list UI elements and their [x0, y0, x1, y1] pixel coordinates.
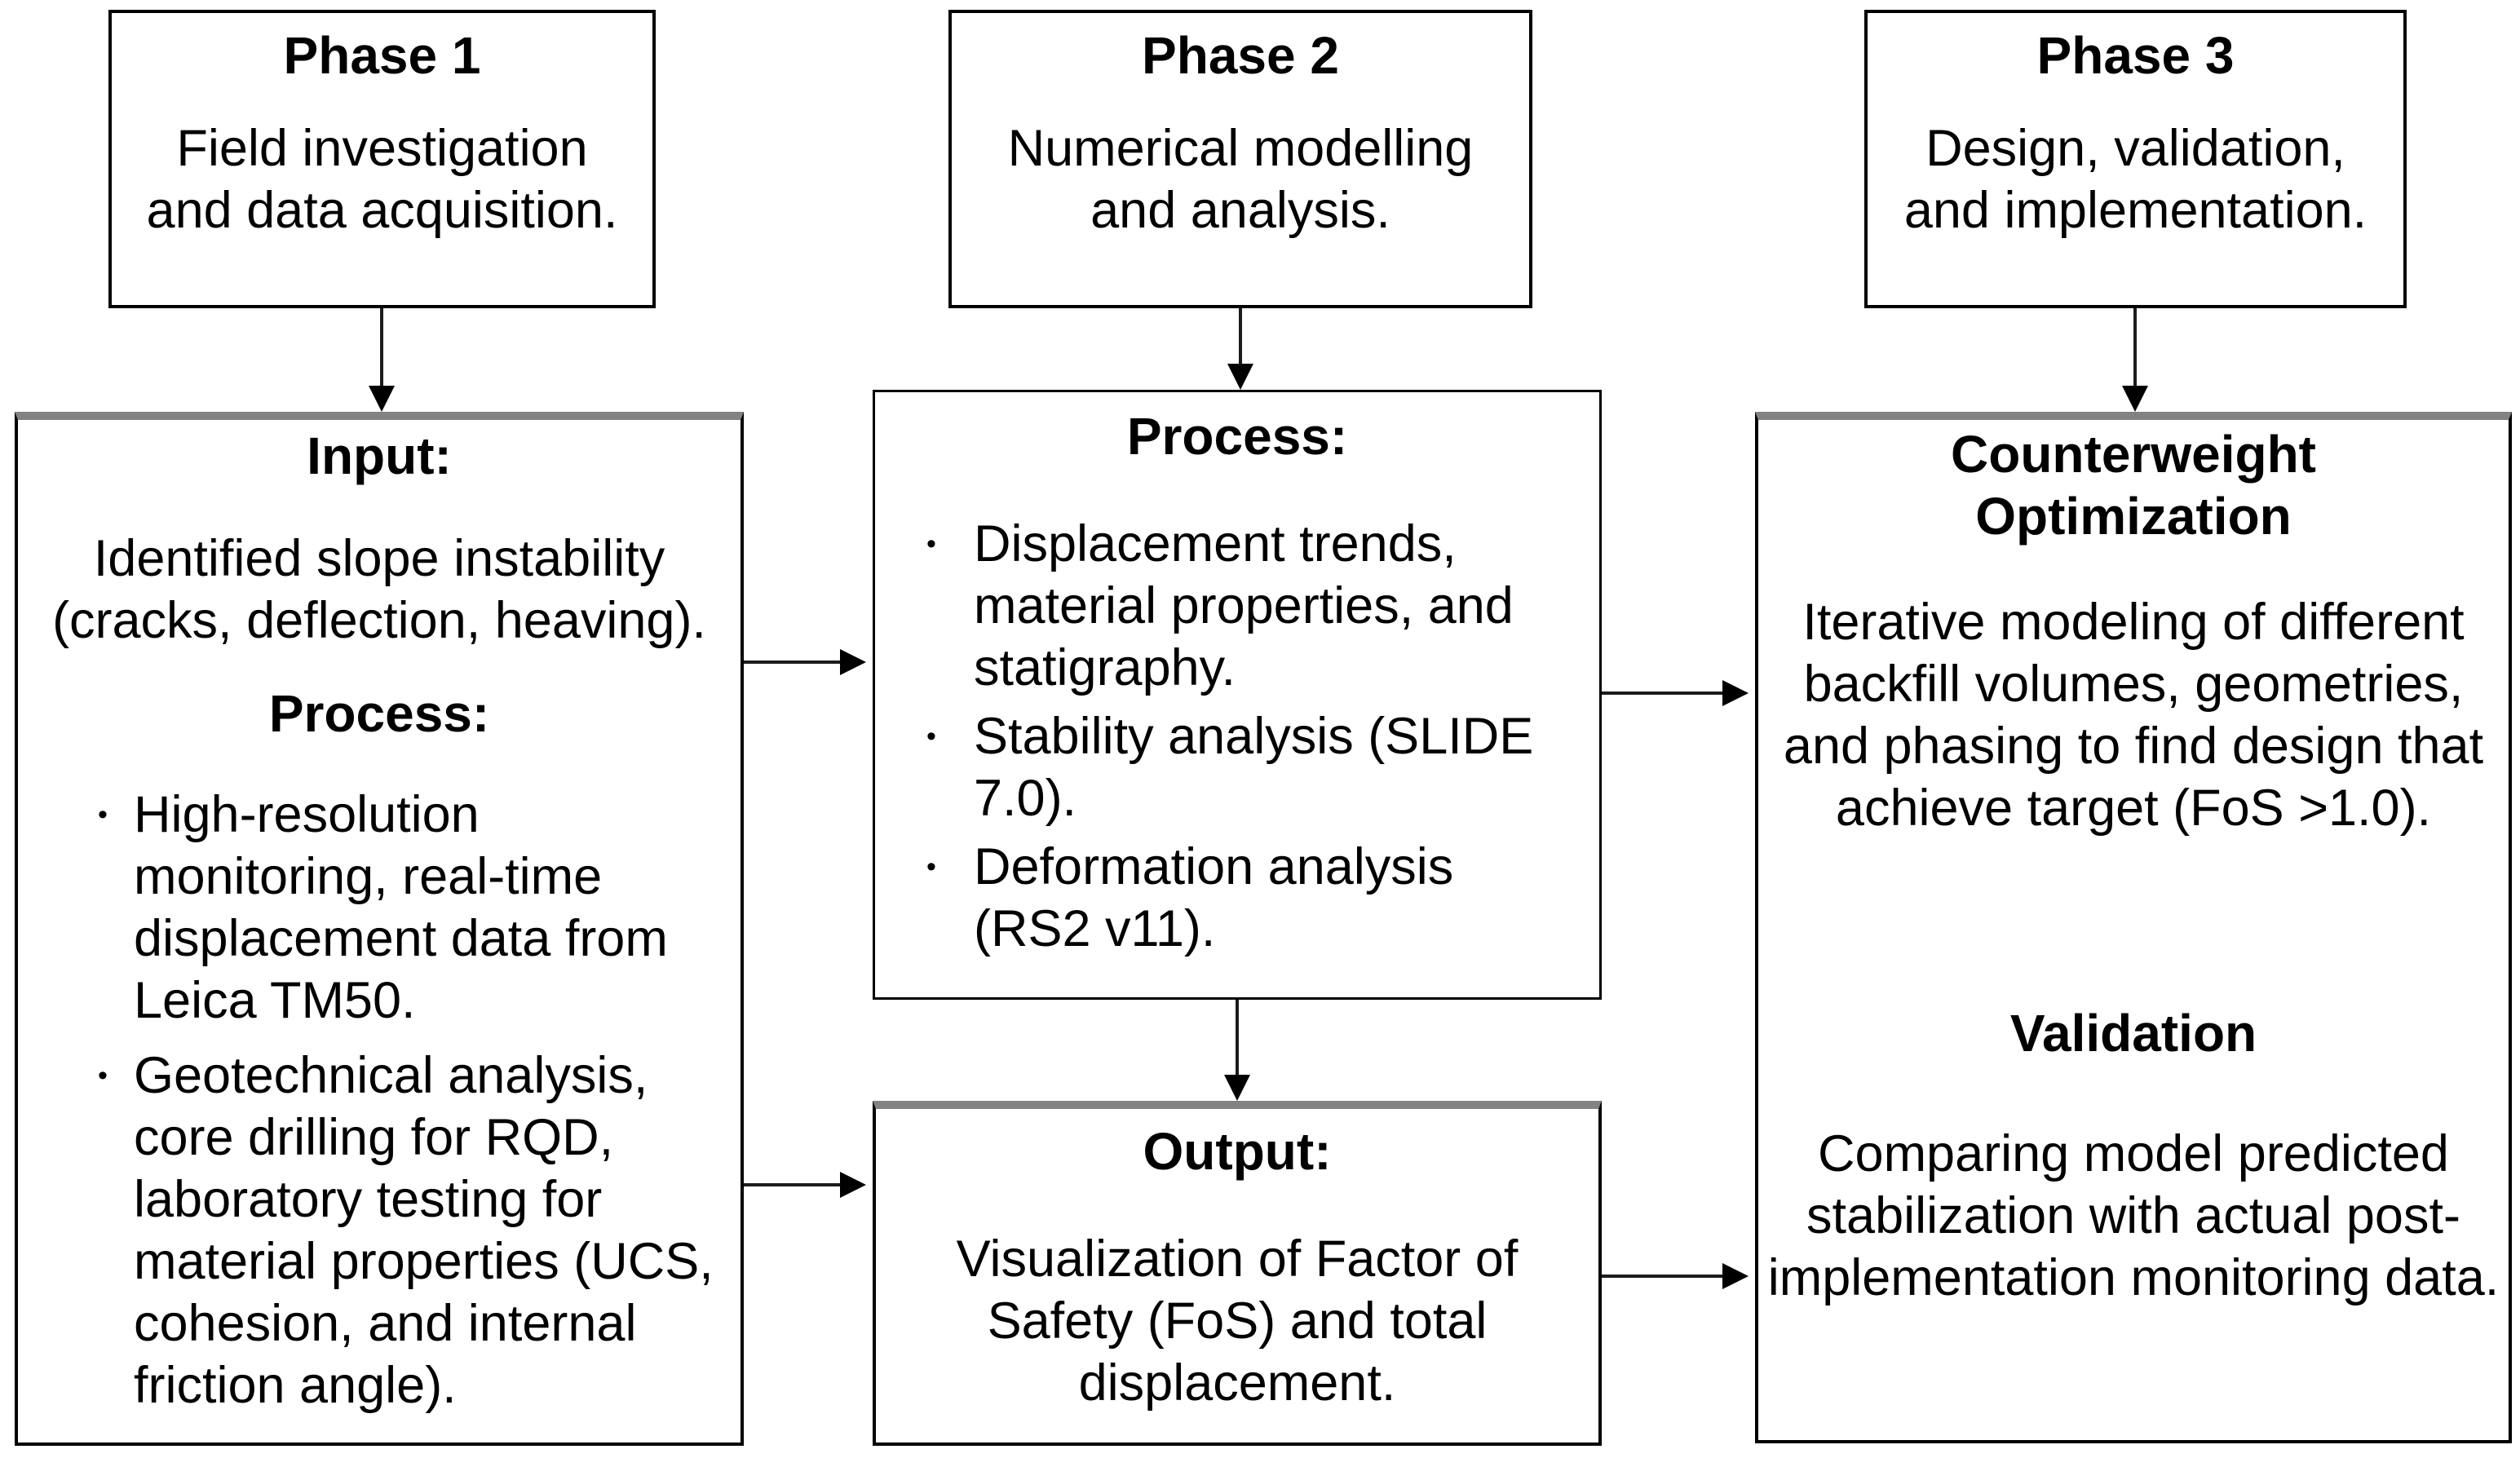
- process-box: Process: • Displacement trends, material…: [873, 390, 1602, 1000]
- arrow-process-to-optimization: [1602, 691, 1722, 695]
- input-heading: Input:: [307, 426, 452, 485]
- bullet-dot-icon: •: [926, 528, 936, 559]
- bullet-dot-icon: •: [926, 721, 936, 752]
- list-item: • Deformation analysis (RS2 v11).: [875, 836, 1599, 960]
- bullet-dot-icon: •: [98, 799, 108, 830]
- arrow-input-to-output: [744, 1183, 840, 1186]
- output-text: Visualization of Factor of Safety (FoS) …: [956, 1230, 1519, 1412]
- arrow-process-to-output: [1236, 1000, 1239, 1075]
- list-item: • Displacement trends, material properti…: [875, 513, 1599, 699]
- phase1-box: Phase 1 Field investigation and data acq…: [108, 10, 656, 308]
- optimization-text: Iterative modeling of different backfill…: [1783, 594, 2484, 837]
- validation-text: Comparing model predicted stabilization …: [1767, 1125, 2500, 1306]
- input-process-box: Input: Identified slope instability (cra…: [15, 412, 744, 1446]
- arrow-phase1-to-input: [380, 308, 383, 386]
- phase2-box: Phase 2 Numerical modelling and analysis…: [948, 10, 1532, 308]
- input-text: Identified slope instability (cracks, de…: [52, 530, 706, 649]
- phase3-title: Phase 3: [2036, 26, 2235, 85]
- phase3-box: Phase 3 Design, validation, and implemen…: [1864, 10, 2407, 308]
- optimization-heading: Counterweight Optimization: [1951, 425, 2316, 546]
- bullet-dot-icon: •: [98, 1060, 108, 1091]
- bullet-dot-icon: •: [926, 851, 936, 882]
- design-validation-box: Counterweight Optimization Iterative mod…: [1755, 412, 2512, 1443]
- input-process-heading: Process:: [268, 684, 490, 743]
- phase2-title: Phase 2: [1142, 26, 1339, 85]
- bullet-text: Displacement trends, material properties…: [974, 515, 1514, 696]
- bullet-text: Deformation analysis (RS2 v11).: [974, 838, 1454, 957]
- arrow-phase2-to-process: [1239, 308, 1242, 364]
- process-bullet-list: • Displacement trends, material properti…: [875, 513, 1599, 960]
- phase1-title: Phase 1: [283, 26, 481, 85]
- bullet-text: High-resolution monitoring, real-time di…: [134, 786, 668, 1029]
- phase2-subtitle: Numerical modelling and analysis.: [1007, 120, 1474, 239]
- output-heading: Output:: [1143, 1122, 1332, 1181]
- list-item: • High-resolution monitoring, real-time …: [18, 784, 741, 1032]
- bullet-text: Geotechnical analysis, core drilling for…: [134, 1047, 714, 1414]
- process-heading: Process:: [1126, 407, 1348, 466]
- list-item: • Stability analysis (SLIDE 7.0).: [875, 705, 1599, 829]
- validation-heading: Validation: [2009, 1004, 2257, 1063]
- arrow-output-to-validation: [1602, 1275, 1722, 1278]
- arrow-phase3-to-optimization: [2133, 308, 2137, 386]
- phase1-subtitle: Field investigation and data acquisition…: [146, 120, 618, 239]
- arrow-input-to-process: [744, 661, 840, 664]
- input-process-bullet-list: • High-resolution monitoring, real-time …: [18, 784, 741, 1416]
- list-item: • Geotechnical analysis, core drilling f…: [18, 1045, 741, 1416]
- phase3-subtitle: Design, validation, and implementation.: [1903, 120, 2367, 239]
- output-box: Output: Visualization of Factor of Safet…: [873, 1101, 1602, 1446]
- bullet-text: Stability analysis (SLIDE 7.0).: [974, 708, 1534, 827]
